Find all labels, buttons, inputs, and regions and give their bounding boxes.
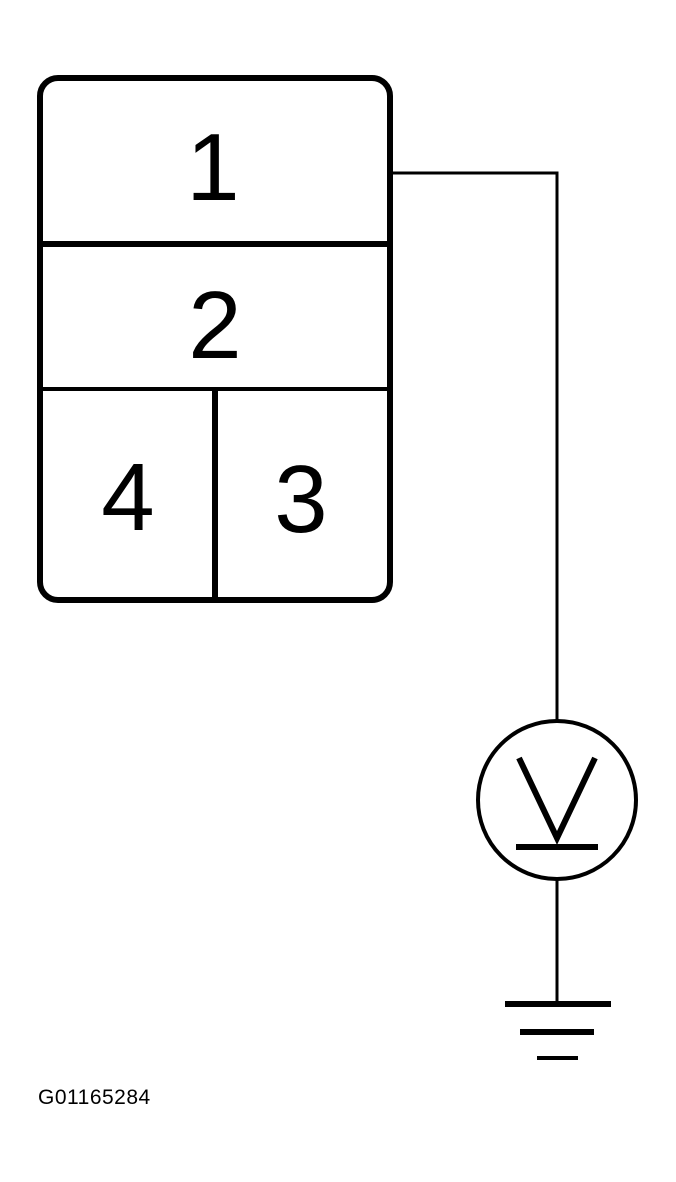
connector: 1 2 4 3 xyxy=(37,75,393,603)
probe-wire-path xyxy=(390,171,559,720)
voltmeter-circle xyxy=(476,719,638,881)
pin-3-label: 3 xyxy=(274,446,327,553)
voltmeter-icon xyxy=(476,719,638,881)
pin-4-label: 4 xyxy=(101,444,154,551)
pin-1-label: 1 xyxy=(186,114,239,221)
voltmeter-v-glyph xyxy=(516,756,598,845)
figure-id: G01165284 xyxy=(38,1086,151,1109)
ground-icon xyxy=(505,1001,611,1060)
pin-2-label: 2 xyxy=(188,272,241,379)
probe-wire xyxy=(390,171,559,720)
